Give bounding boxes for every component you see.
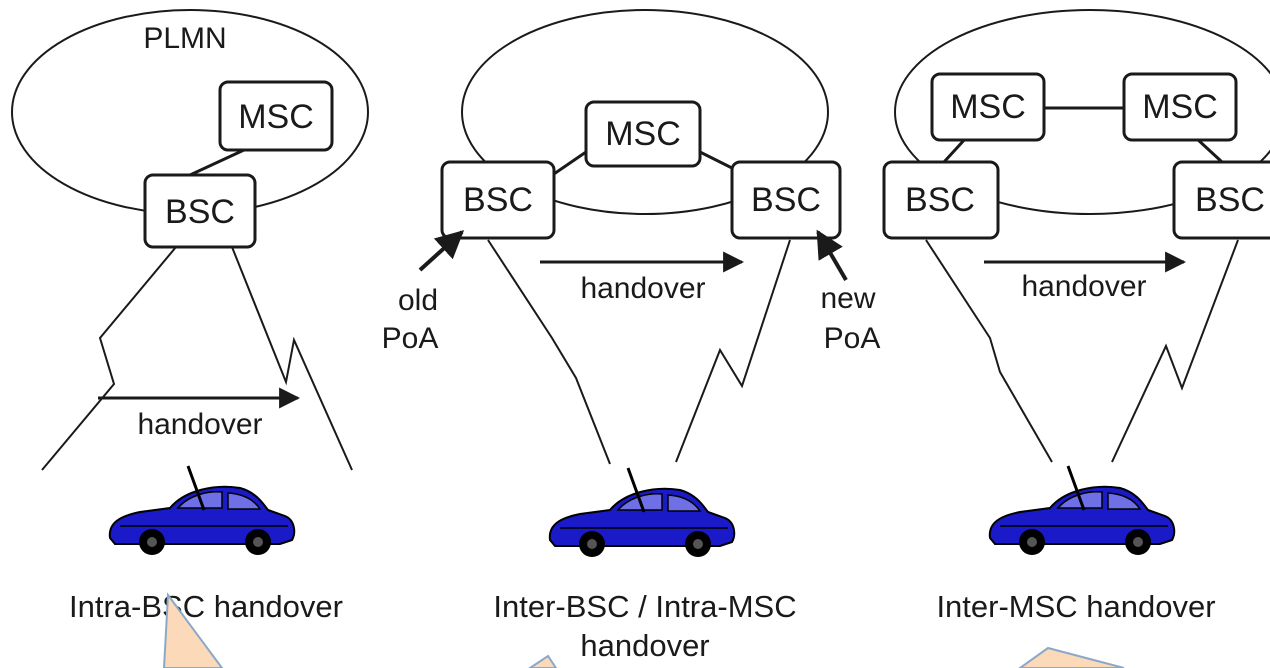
old-poa-label-line1: old <box>398 284 438 317</box>
svg-text:BSC: BSC <box>751 181 821 219</box>
old-poa-arrow <box>418 230 465 272</box>
new-poa-arrow <box>816 229 848 282</box>
panel-inter-bsc: MSC BSC BSC old PoA new PoA handover Int… <box>382 9 881 663</box>
coverage-right <box>1111 239 1239 463</box>
coverage-right <box>675 239 791 463</box>
msc-bsc-right-link <box>1194 136 1224 164</box>
car-icon <box>988 464 1176 557</box>
bsc-right-node: BSC <box>730 160 842 240</box>
bsc-left-node: BSC <box>882 160 1000 240</box>
msc-right-node: MSC <box>1122 72 1238 142</box>
msc-node: MSC <box>584 100 702 168</box>
network-ellipse <box>894 9 1270 215</box>
bsc-right-node: BSC <box>1172 160 1270 240</box>
svg-text:BSC: BSC <box>905 181 975 219</box>
network-ellipse <box>461 9 829 215</box>
plmn-label: PLMN <box>143 22 226 55</box>
car-icon <box>548 466 736 559</box>
svg-text:MSC: MSC <box>1142 88 1218 126</box>
msc-node: MSC <box>218 80 334 152</box>
svg-text:BSC: BSC <box>463 181 533 219</box>
coverage-right <box>231 246 353 471</box>
msc-left-node: MSC <box>930 72 1046 142</box>
coverage-left <box>41 246 177 471</box>
caption: Inter-MSC handover <box>936 589 1215 624</box>
new-poa-label-line2: PoA <box>824 322 881 355</box>
caption: Intra-BSC handover <box>69 589 343 624</box>
handover-label: handover <box>1021 270 1146 303</box>
panel-inter-msc: MSC MSC BSC BSC handover Inter-MSC hando… <box>882 9 1270 624</box>
svg-text:MSC: MSC <box>238 98 314 136</box>
bsc-node: BSC <box>143 173 257 249</box>
bsc-left-node: BSC <box>440 160 556 240</box>
old-poa-label-line2: PoA <box>382 322 439 355</box>
coverage-left <box>487 239 611 465</box>
coverage-left <box>925 239 1053 463</box>
speech-callout-icon <box>162 592 1125 668</box>
handover-label: handover <box>580 272 705 305</box>
msc-bsc-link <box>189 148 245 177</box>
panel-intra-bsc: PLMN MSC BSC handover Intra-BSC handover <box>11 9 369 624</box>
new-poa-label-line1: new <box>820 282 875 315</box>
caption-line2: handover <box>580 628 709 663</box>
svg-text:MSC: MSC <box>605 115 681 153</box>
svg-text:BSC: BSC <box>1195 181 1265 219</box>
svg-text:MSC: MSC <box>950 88 1026 126</box>
caption-line1: Inter-BSC / Intra-MSC <box>493 589 796 624</box>
svg-text:BSC: BSC <box>165 193 235 231</box>
handover-label: handover <box>137 408 262 441</box>
car-icon <box>108 464 296 557</box>
msc-bsc-left-link <box>942 136 968 164</box>
